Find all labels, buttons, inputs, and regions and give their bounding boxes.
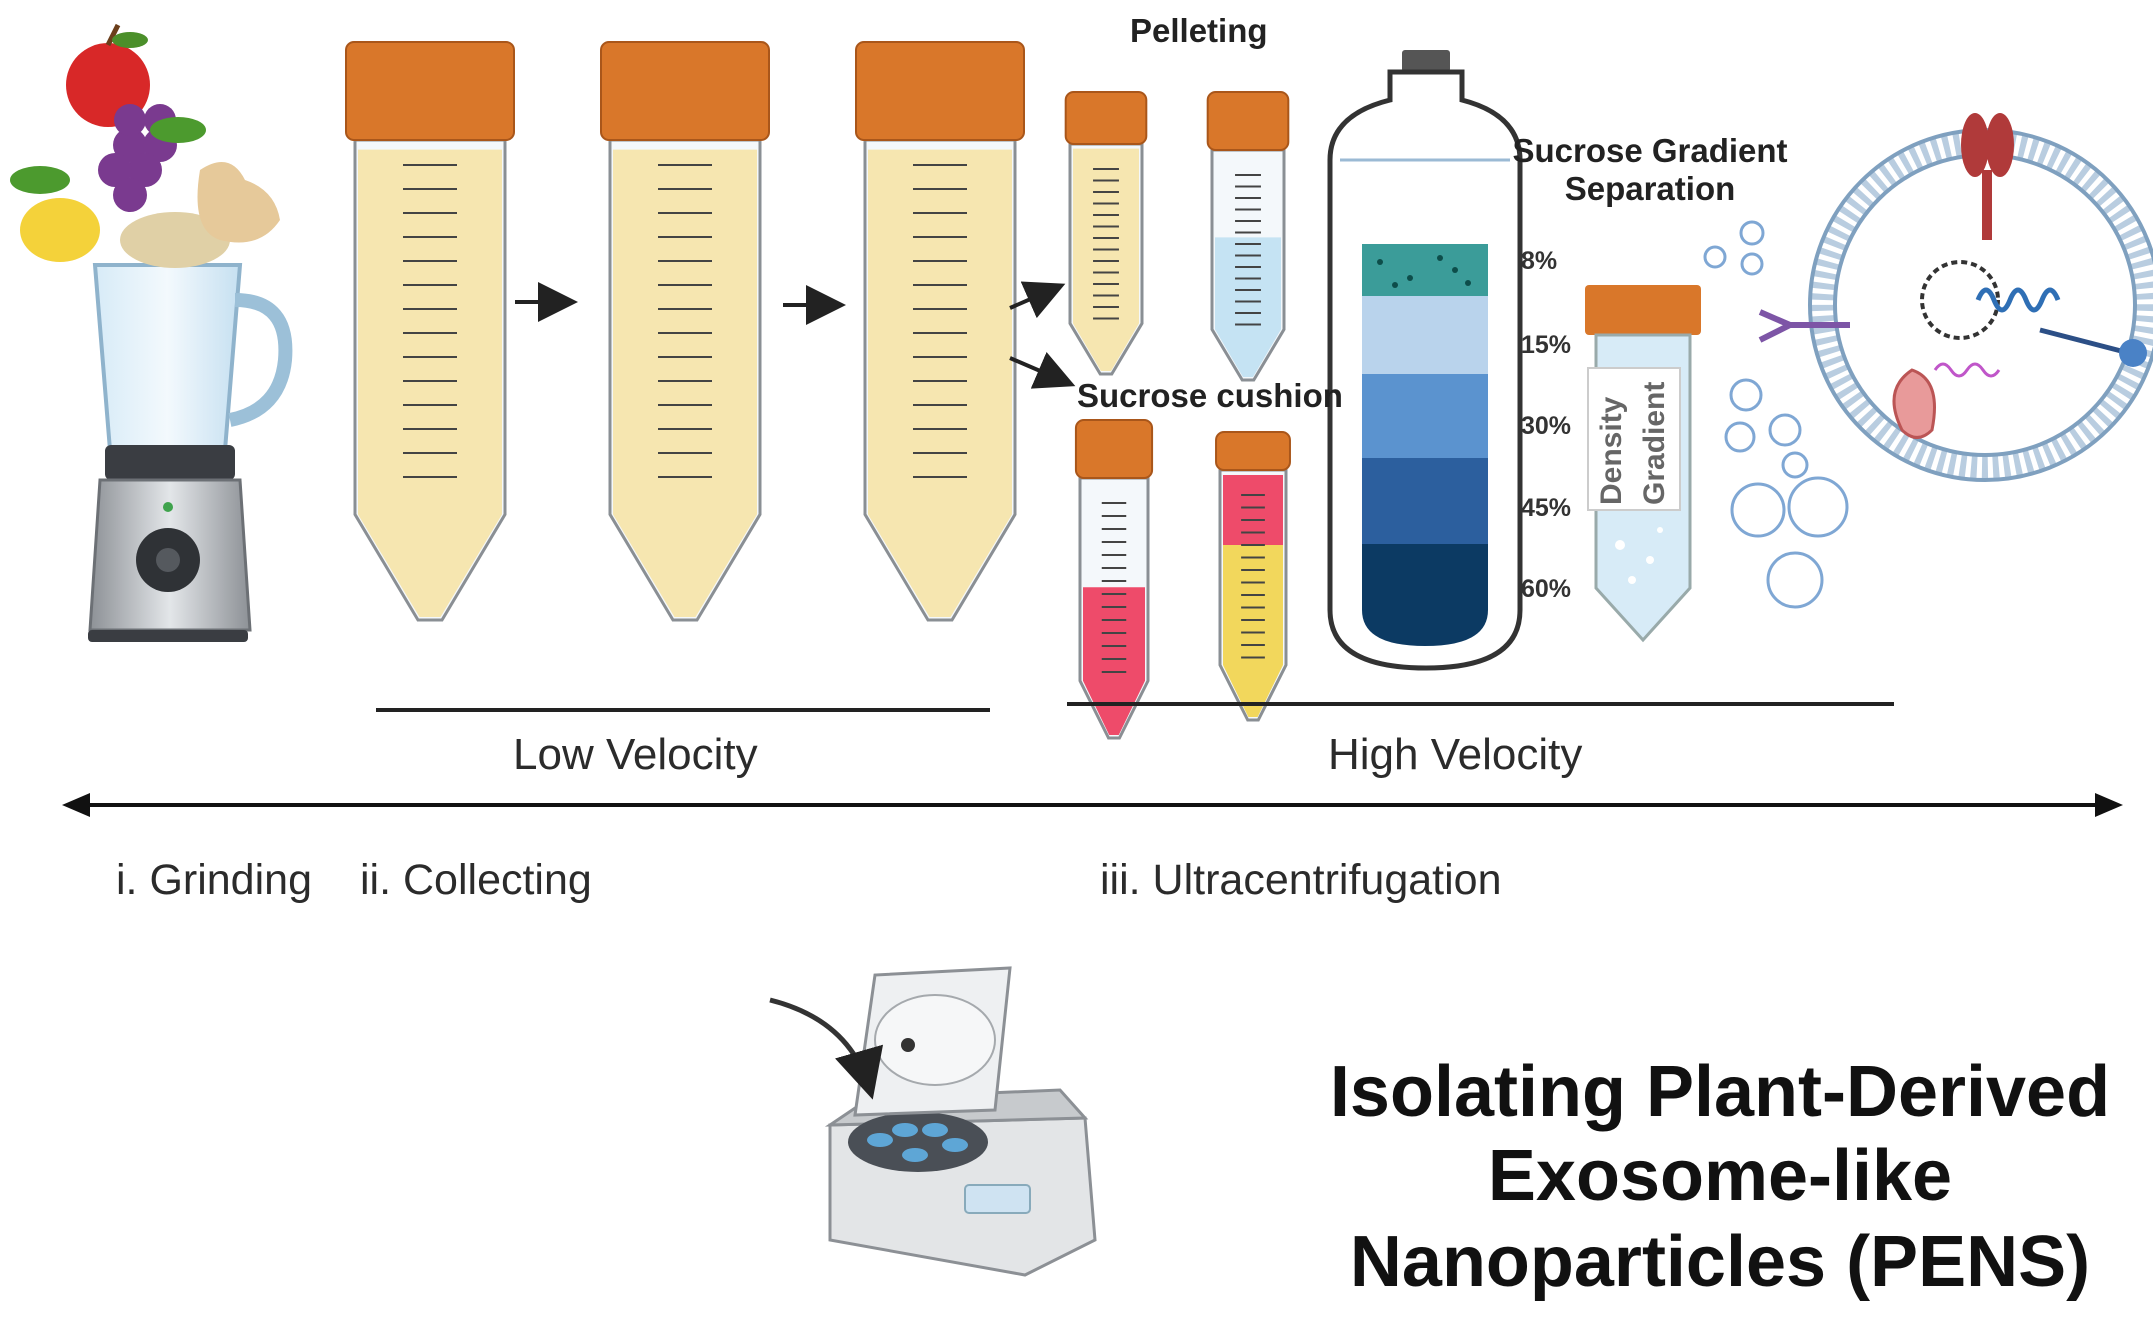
pct-60: 60%: [1521, 575, 1572, 603]
title-line2: Exosome-like: [1487, 1136, 1953, 1216]
arrow-to-pelleting: [1009, 281, 1066, 319]
pct-8: 8%: [1521, 247, 1558, 275]
exosome-vesicle-icon: [1758, 113, 2153, 482]
blender-icon: [88, 263, 293, 642]
sucrose-cushion-label: Sucrose cushion: [1077, 377, 1343, 414]
pelleting-label: Pelleting: [1130, 12, 1268, 49]
step-ultracentrifugation: iii. Ultracentrifugation: [1100, 856, 1502, 904]
conical-tube-icon: [1064, 91, 1148, 376]
fruit-icon: [10, 23, 280, 268]
density-label: Density: [1595, 396, 1628, 505]
layer-15: [1362, 296, 1488, 374]
title-line3: Nanoparticles (PENS): [1349, 1222, 2091, 1302]
pct-15: 15%: [1521, 331, 1572, 359]
low-velocity-label: Low Velocity: [513, 730, 758, 779]
layer-8: [1362, 244, 1488, 296]
conical-tube-icon: [1074, 419, 1154, 740]
conical-tube-icon: [345, 41, 515, 622]
centrifuge-icon: [769, 966, 1097, 1277]
conical-tube-icon: [1215, 431, 1291, 722]
layer-60: [1362, 544, 1488, 646]
sucrose-gradient-label-line1: Sucrose Gradient: [1512, 132, 1788, 169]
pct-30: 30%: [1521, 412, 1572, 440]
gradient-bottle: [1327, 50, 1523, 671]
step-collecting: ii. Collecting: [360, 856, 592, 904]
layer-45: [1362, 458, 1488, 544]
sucrose-gradient-label-line2: Separation: [1564, 170, 1736, 207]
vesicle-bubbles: [1703, 220, 1849, 609]
layer-30: [1362, 374, 1488, 458]
conical-tube-icon: [600, 41, 770, 622]
gradient-label: Gradient: [1638, 381, 1671, 505]
title-line1: Isolating Plant-Derived: [1329, 1052, 2111, 1132]
high-velocity-label: High Velocity: [1328, 730, 1583, 779]
conical-tube-icon: [855, 41, 1025, 622]
arrow-to-cushion: [1009, 351, 1076, 389]
conical-tube-icon: [1206, 91, 1290, 382]
pct-45: 45%: [1521, 494, 1572, 522]
step-grinding: i. Grinding: [116, 856, 312, 904]
density-gradient-tube: [1585, 285, 1701, 643]
